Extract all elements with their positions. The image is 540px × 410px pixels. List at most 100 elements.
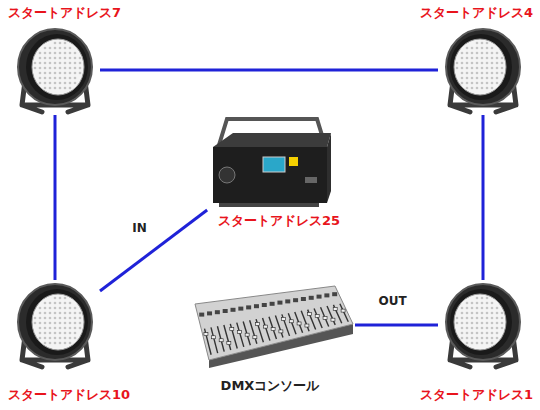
led-dot (496, 77, 499, 80)
led-dot (461, 67, 464, 70)
led-dot (466, 77, 469, 80)
console-art (195, 286, 353, 368)
led-dot (501, 67, 504, 70)
led-dot (486, 322, 489, 325)
led-dot (466, 67, 469, 70)
led-dot (486, 297, 489, 300)
console-button (301, 297, 306, 301)
led-dot (461, 307, 464, 310)
fader-knob (297, 322, 301, 325)
led-dot (49, 307, 52, 310)
led-dot (461, 82, 464, 85)
led-dot (476, 82, 479, 85)
led-dot (74, 332, 77, 335)
node-illustration (438, 280, 528, 370)
laser-side (327, 133, 331, 203)
led-dot (466, 52, 469, 55)
par-light-node: スタートアドレス1 (438, 280, 528, 370)
led-dot (496, 327, 499, 330)
fader-slot (295, 312, 303, 333)
led-dot (501, 317, 504, 320)
laser-body (213, 147, 327, 203)
led-dot (481, 322, 484, 325)
led-dot (74, 67, 77, 70)
console-button (332, 292, 337, 296)
console-button (207, 311, 212, 315)
led-dot (486, 312, 489, 315)
fader-knob (271, 328, 275, 331)
laser-node: スタートアドレス25 (205, 115, 335, 210)
buttons (199, 292, 337, 316)
led-dot (54, 317, 57, 320)
led-grid (456, 42, 504, 90)
led-dot (74, 337, 77, 340)
led-dot (64, 42, 67, 45)
led-dot (481, 317, 484, 320)
led-dot (491, 327, 494, 330)
led-dot (39, 62, 42, 65)
led-dot (59, 317, 62, 320)
node-illustration (438, 25, 528, 115)
led-dot (79, 62, 82, 65)
led-dot (59, 72, 62, 75)
led-dot (64, 312, 67, 315)
fader-knob (219, 339, 223, 342)
led-dot (74, 312, 77, 315)
led-dot (496, 332, 499, 335)
laser-art (213, 119, 331, 207)
led-dot (466, 317, 469, 320)
led-dot (49, 312, 52, 315)
led-dot (54, 62, 57, 65)
led-dot (64, 307, 67, 310)
led-dot (69, 317, 72, 320)
led-dot (69, 87, 72, 90)
led-dot (49, 52, 52, 55)
led-dot (466, 87, 469, 90)
node-illustration (205, 115, 335, 210)
led-grid (456, 297, 504, 345)
led-dot (471, 57, 474, 60)
led-dot (64, 317, 67, 320)
fader-knob (263, 325, 267, 328)
console-button (246, 305, 251, 309)
led-grid (34, 42, 82, 90)
fader-knob (307, 312, 311, 315)
led-dot (466, 307, 469, 310)
led-dot (59, 47, 62, 50)
led-dot (49, 332, 52, 335)
led-dot (471, 317, 474, 320)
led-dot (486, 52, 489, 55)
led-dot (461, 77, 464, 80)
led-dot (59, 332, 62, 335)
console-button (324, 293, 329, 297)
led-dot (64, 297, 67, 300)
led-dot (456, 67, 459, 70)
edge-label: OUT (378, 294, 406, 308)
led-dot (476, 342, 479, 345)
led-dot (491, 47, 494, 50)
fader-slot (230, 324, 237, 349)
led-dot (79, 322, 82, 325)
led-dot (486, 332, 489, 335)
led-dot (491, 332, 494, 335)
led-dot (39, 317, 42, 320)
led-dot (69, 322, 72, 325)
led-dot (466, 82, 469, 85)
led-dot (49, 317, 52, 320)
led-dot (471, 302, 474, 305)
led-dot (59, 57, 62, 60)
led-dot (79, 317, 82, 320)
led-face (454, 294, 506, 350)
led-dot (456, 317, 459, 320)
address-label: スタートアドレス10 (8, 387, 130, 403)
led-dot (496, 337, 499, 340)
fader-slot (211, 327, 218, 353)
led-dot (39, 307, 42, 310)
led-dot (496, 67, 499, 70)
led-dot (486, 77, 489, 80)
led-dot (476, 337, 479, 340)
led-dot (54, 77, 57, 80)
led-dot (74, 77, 77, 80)
led-dot (54, 72, 57, 75)
